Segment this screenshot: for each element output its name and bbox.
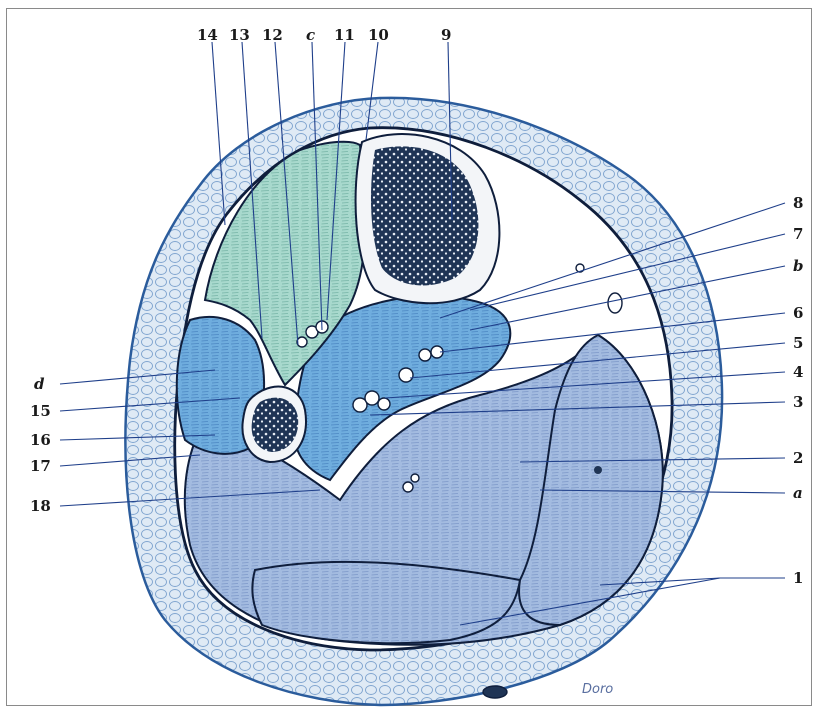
label-group-top: 14 13 12 c 11 10 9 — [197, 26, 451, 44]
label-8: 8 — [793, 194, 803, 212]
label-7: 7 — [793, 225, 803, 243]
label-c: c — [306, 26, 315, 44]
label-6: 6 — [793, 304, 803, 322]
label-d: d — [34, 375, 45, 393]
gastrocnemius-region — [252, 562, 520, 643]
artist-signature: Doro — [582, 682, 613, 697]
label-3: 3 — [793, 393, 803, 411]
label-18: 18 — [30, 497, 51, 515]
label-group-right: 8 7 b 6 5 4 3 2 a 1 — [793, 194, 804, 587]
label-11: 11 — [334, 26, 355, 44]
label-13: 13 — [229, 26, 250, 44]
label-15: 15 — [30, 402, 51, 420]
label-2: 2 — [793, 449, 803, 467]
label-10: 10 — [368, 26, 389, 44]
label-9: 9 — [441, 26, 451, 44]
label-14: 14 — [197, 26, 218, 44]
label-12: 12 — [262, 26, 283, 44]
label-17: 17 — [30, 457, 51, 475]
label-b: b — [793, 257, 804, 275]
label-5: 5 — [793, 334, 803, 352]
vessel-medial — [594, 466, 602, 474]
vessel-posterior — [483, 686, 507, 698]
label-4: 4 — [793, 363, 803, 381]
label-16: 16 — [30, 431, 51, 449]
label-group-left: d 15 16 17 18 — [30, 375, 51, 515]
label-1: 1 — [793, 569, 803, 587]
label-a: a — [793, 484, 803, 502]
